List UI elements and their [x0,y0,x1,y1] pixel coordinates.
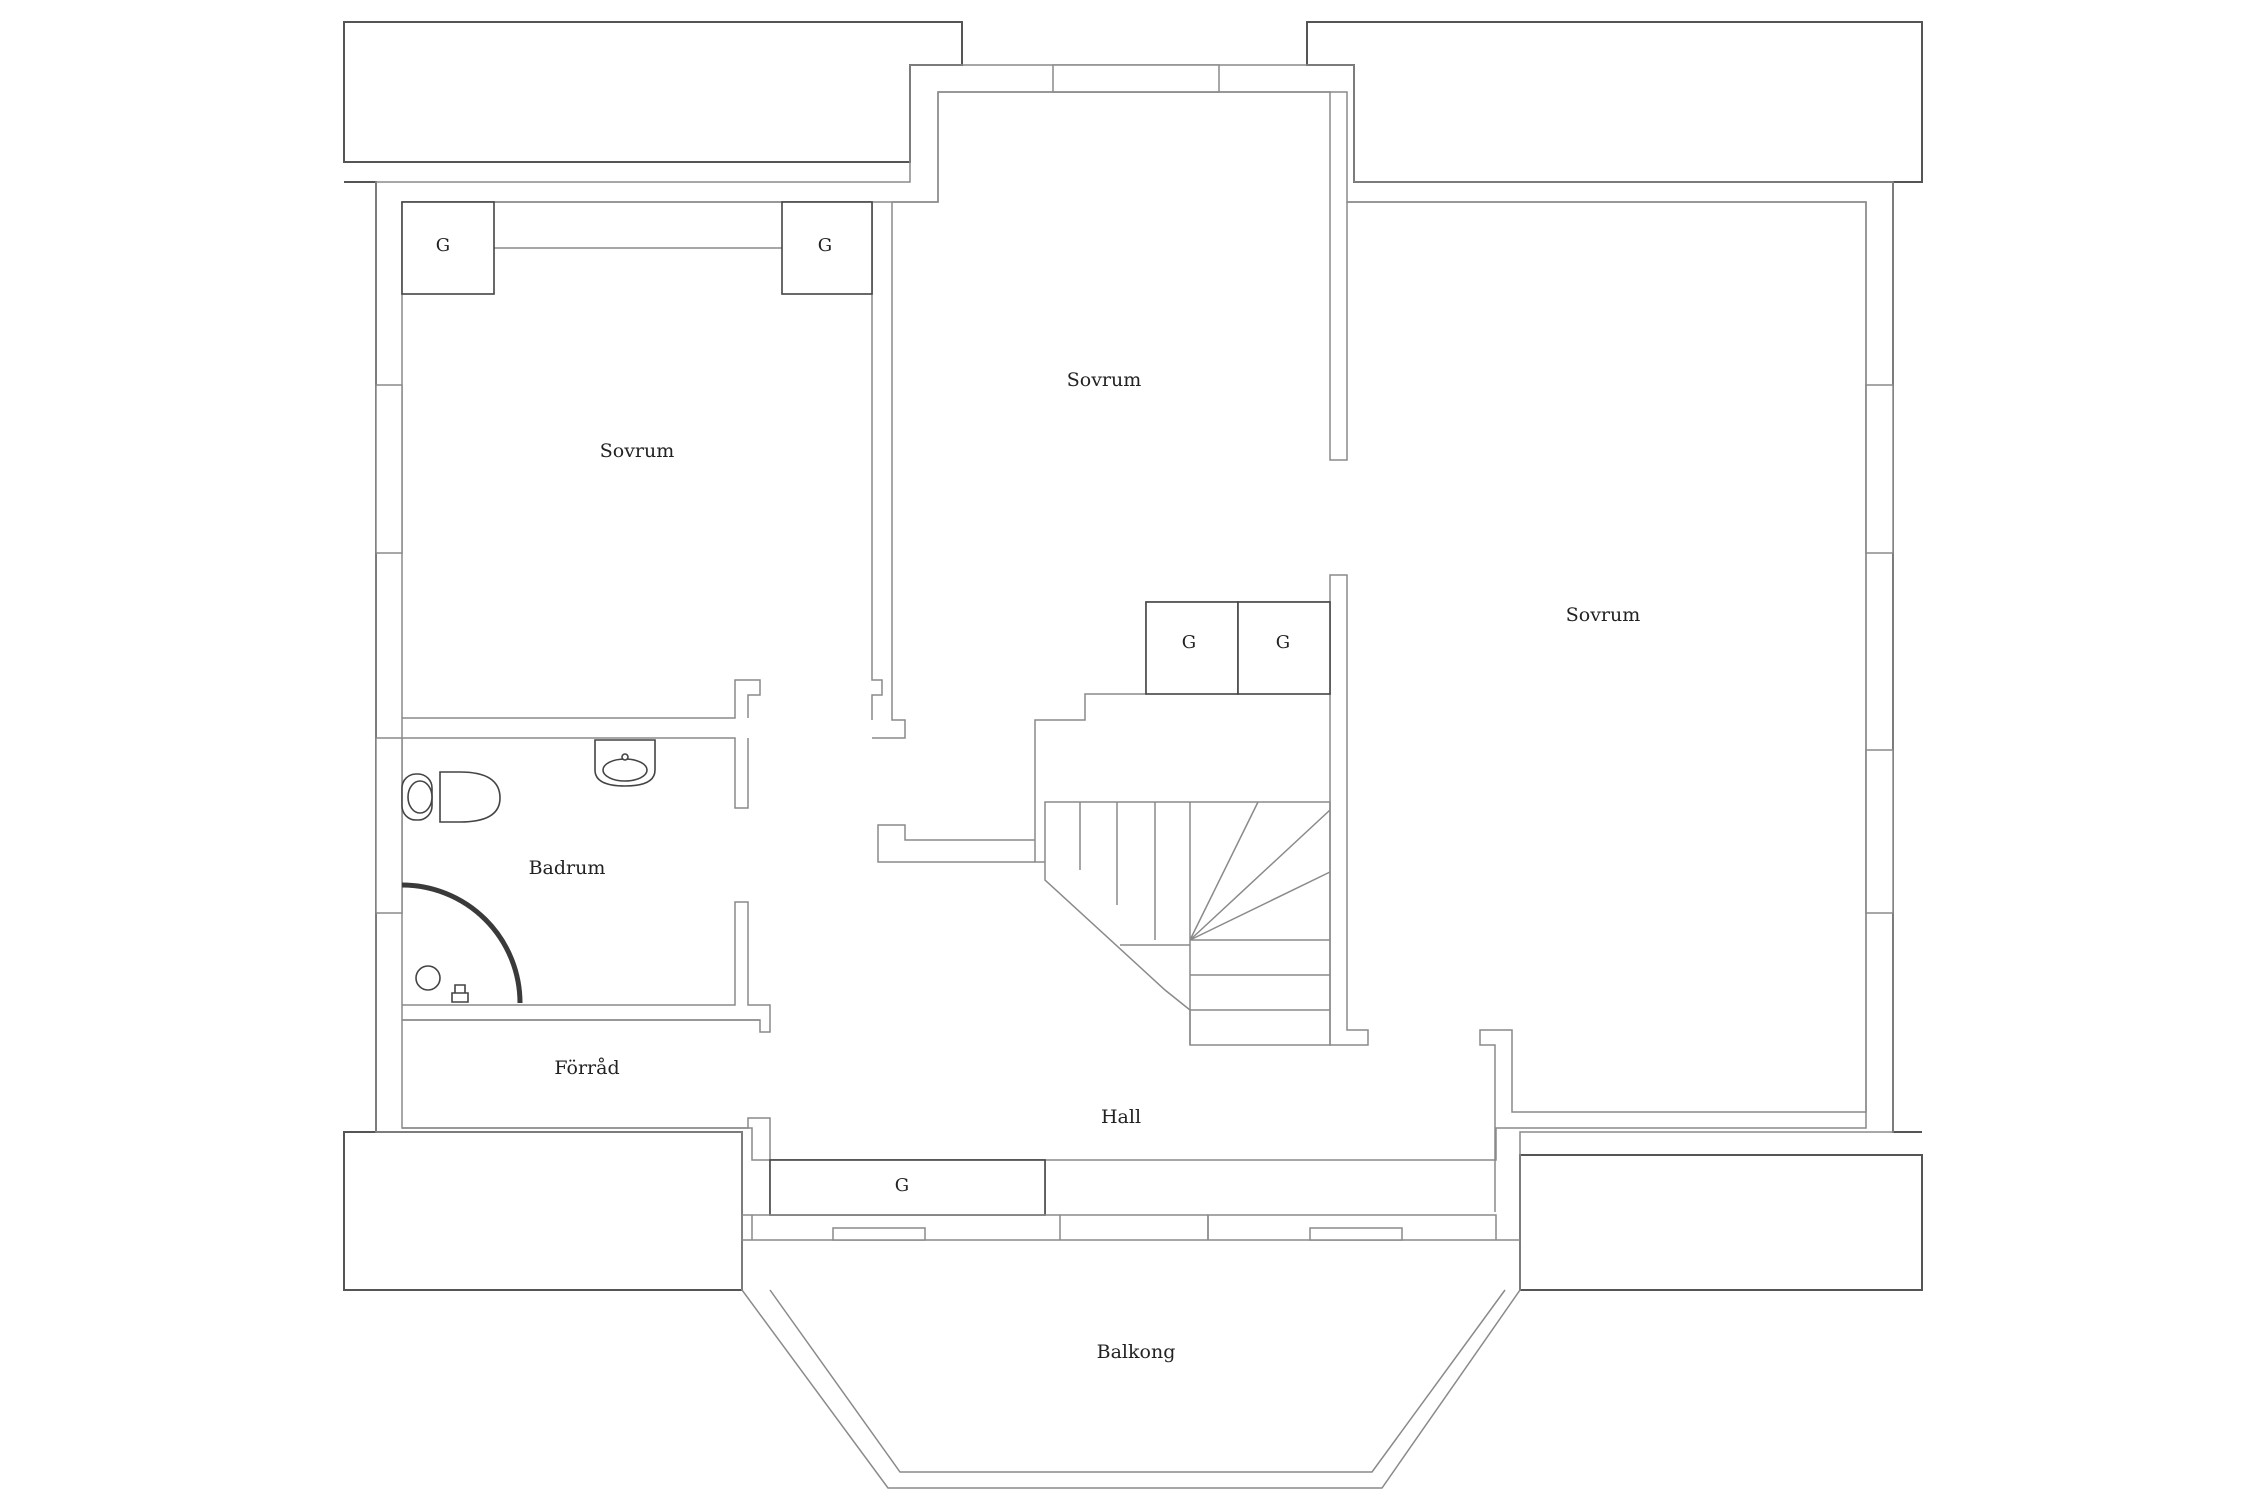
hall-partitions [877,824,1035,863]
shower-drain-icon [415,965,441,991]
label-bedroom-left: Sovrum [600,440,675,462]
balcony [741,1240,1521,1489]
label-balcony: Balkong [1097,1341,1176,1363]
sink-faucet-icon [621,753,629,761]
label-wardrobe-stair-1: G [1182,632,1196,653]
label-wardrobe-left-1: G [436,235,450,256]
label-bedroom-middle: Sovrum [1067,369,1142,391]
staircase [1044,801,1331,1046]
window-top [1052,64,1220,93]
wardrobe-stair-1 [1145,601,1239,695]
stair-outline [1044,801,1331,1046]
label-bathroom: Badrum [529,857,606,879]
bedroom-right [1329,201,1867,1212]
wardrobe-hall [769,1159,1046,1216]
roof-eaves [343,21,1923,1291]
stair-steps [1079,801,1331,1045]
roof-eave-top-left [343,21,963,163]
wardrobe-left-2 [781,201,873,295]
bathroom-walls [402,737,771,1033]
roof-eave-bottom-left [343,1131,743,1291]
balcony-rail [769,1289,1506,1473]
balcony-outline [741,1240,1521,1489]
window-right-1 [1865,384,1894,554]
exterior-wall-outer [375,64,1894,1241]
window-right-2 [1865,749,1894,914]
exterior-walls [375,64,1894,1241]
bathroom [401,737,771,1033]
partition-stair-right [1329,574,1369,1046]
wardrobe-stair-2 [1237,601,1331,695]
roof-eave-top-right [1306,21,1923,183]
room-labels: Sovrum Sovrum Sovrum Badrum Förråd Hall … [529,369,1641,1363]
wardrobe-left-1 [401,201,495,295]
toilet-seat-icon [407,780,433,814]
label-bedroom-right: Sovrum [1566,604,1641,626]
wardrobe-labels: G G G G G [436,235,1290,1196]
storage-walls [402,1019,771,1160]
hall [741,1159,1497,1241]
label-wardrobe-left-2: G [818,235,832,256]
roof-eave-bottom-right [1519,1154,1923,1291]
window-left-2 [375,737,403,914]
label-wardrobe-hall: G [895,1175,909,1196]
storage [402,1019,771,1160]
stair-closets [1034,601,1331,863]
bedroom-left [401,201,883,720]
sink-basin-icon [602,758,648,782]
window-hall-1 [832,1227,926,1241]
label-storage: Förråd [554,1057,619,1079]
window-left-1 [375,384,403,554]
shower-enclosure-icon [401,882,523,1004]
bedroom-middle [872,91,1348,739]
window-hall-2 [1309,1227,1403,1241]
shower-tap-icon [451,984,469,1003]
hall-bottom-wall [751,1214,1209,1240]
hall-door-frames [741,1214,1497,1240]
bedroom-middle-walls [872,91,1348,739]
label-hall: Hall [1101,1106,1141,1128]
roof-line-left [344,181,377,1133]
bedroom-right-walls [1347,201,1867,1212]
hall-partition-left [877,824,1035,863]
exterior-wall-inner [401,91,1867,1161]
toilet-icon [439,771,501,823]
label-wardrobe-stair-2: G [1276,632,1290,653]
roof-line-right [1892,181,1922,1133]
